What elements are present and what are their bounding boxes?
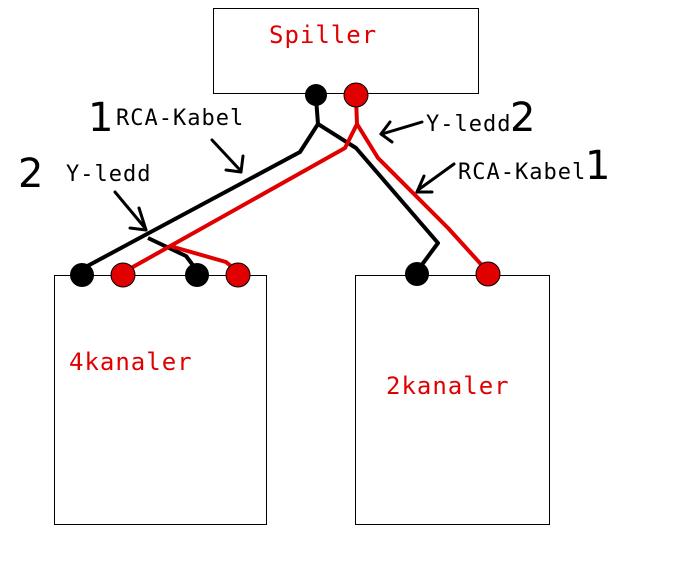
amp-4channel-box: 4kanaler xyxy=(54,275,267,525)
rca-right-label: RCA-Kabel xyxy=(458,160,587,185)
red-cable-main xyxy=(123,97,359,274)
amp2-connector-red xyxy=(475,261,501,287)
rca-right-number: 1 xyxy=(585,143,611,189)
rca-left-label: RCA-Kabel xyxy=(116,106,245,131)
player-connector-red xyxy=(343,82,369,108)
yledd-left-number: 2 xyxy=(18,151,44,197)
amp4-connector-black-2 xyxy=(185,263,209,287)
amp-4channel-label: 4kanaler xyxy=(69,348,193,376)
yledd-left-label: Y-ledd xyxy=(66,162,152,187)
amp4-connector-red-1 xyxy=(110,262,136,288)
amp4-connector-black-1 xyxy=(70,263,94,287)
player-box: Spiller xyxy=(213,8,479,94)
black-cable-right xyxy=(316,122,440,272)
yledd-right-label: Y-ledd xyxy=(426,112,512,137)
amp-2channel-box: 2kanaler xyxy=(355,275,550,525)
yledd-right-number: 2 xyxy=(510,95,536,141)
arrow-rca-right xyxy=(415,162,456,194)
arrow-yledd-right xyxy=(379,120,424,144)
red-cable-right xyxy=(355,122,490,274)
amp2-connector-black xyxy=(405,262,429,286)
amp4-connector-red-2 xyxy=(225,262,251,288)
rca-left-number: 1 xyxy=(88,95,114,141)
player-label: Spiller xyxy=(269,21,378,49)
amp-2channel-label: 2kanaler xyxy=(386,372,510,400)
arrow-yledd-left xyxy=(113,190,148,232)
black-cable-main xyxy=(79,97,320,272)
player-connector-black xyxy=(305,84,327,106)
arrow-rca-left xyxy=(210,138,245,174)
